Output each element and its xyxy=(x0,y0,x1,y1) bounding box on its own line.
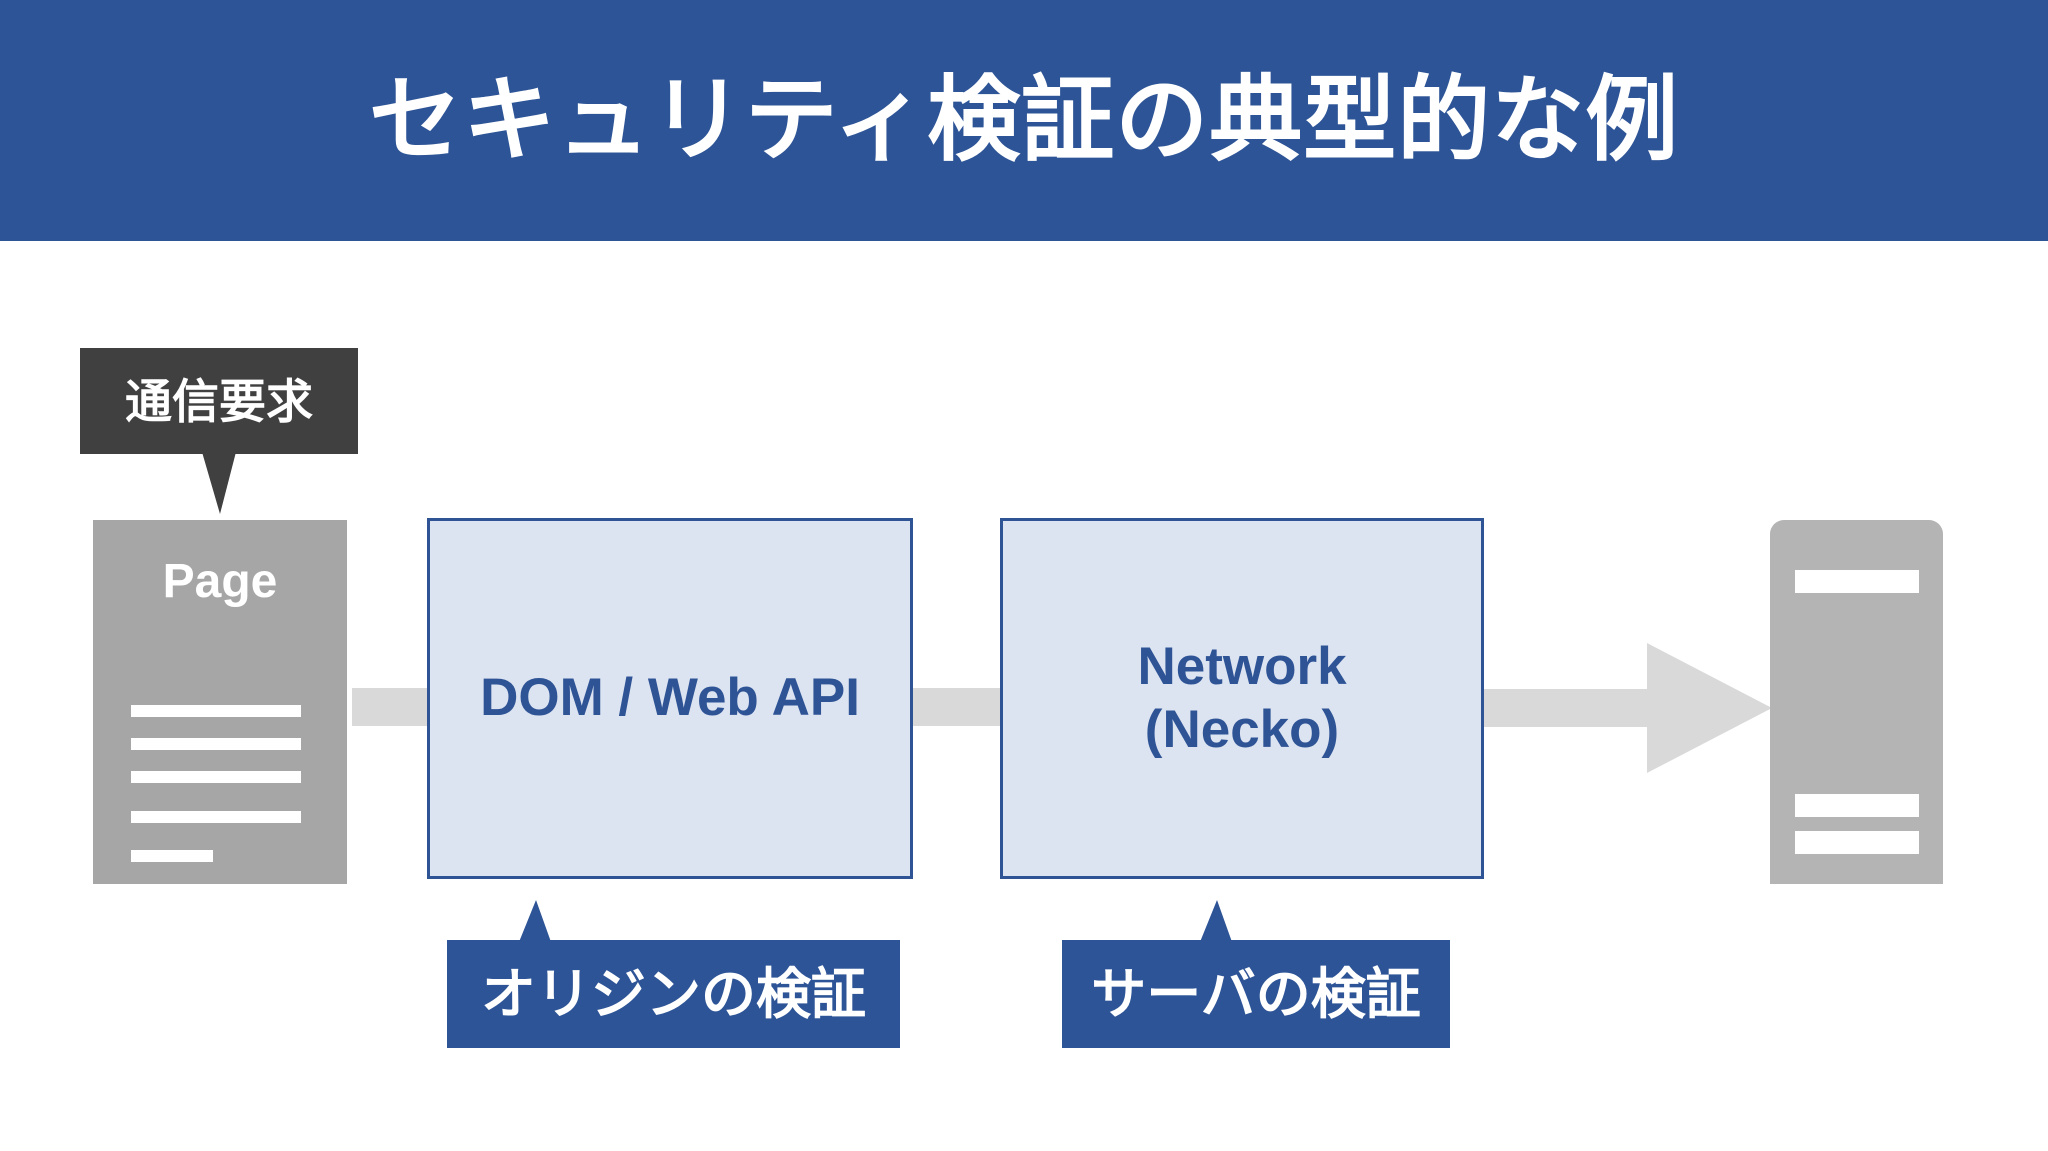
server-slot xyxy=(1795,794,1919,817)
page-text-line xyxy=(131,811,301,823)
request-callout-tail-icon xyxy=(202,452,236,514)
arrow-right-icon xyxy=(1472,643,1772,773)
annotation-origin-label: オリジンの検証 xyxy=(480,962,866,1025)
stage-box-network-label: Network (Necko) xyxy=(1137,636,1347,759)
annotation-server-tail-icon xyxy=(1200,900,1232,942)
diagram-canvas: 通信要求 Page DOM / Web API Network (Necko) … xyxy=(0,241,2048,1151)
stage-box-dom-label: DOM / Web API xyxy=(480,668,860,728)
page-title: セキュリティ検証の典型的な例 xyxy=(368,68,1680,172)
annotation-server-box: サーバの検証 xyxy=(1062,940,1450,1048)
page-text-line xyxy=(131,705,301,717)
page-node: Page xyxy=(93,520,347,884)
server-slot xyxy=(1795,570,1919,593)
server-icon xyxy=(1770,520,1943,884)
annotation-origin-box: オリジンの検証 xyxy=(447,940,900,1048)
connector-dom-to-network xyxy=(900,688,1012,726)
annotation-origin-tail-icon xyxy=(519,900,551,942)
page-text-line xyxy=(131,771,301,783)
stage-box-network: Network (Necko) xyxy=(1000,518,1484,879)
request-callout: 通信要求 xyxy=(80,348,358,454)
title-banner: セキュリティ検証の典型的な例 xyxy=(0,0,2048,241)
page-text-line xyxy=(131,850,213,862)
page-text-line xyxy=(131,738,301,750)
stage-box-dom: DOM / Web API xyxy=(427,518,913,879)
annotation-server: サーバの検証 xyxy=(1062,900,1450,1050)
server-slot xyxy=(1795,831,1919,854)
annotation-origin: オリジンの検証 xyxy=(447,900,900,1050)
annotation-server-label: サーバの検証 xyxy=(1091,962,1421,1025)
page-node-label: Page xyxy=(162,555,278,608)
request-callout-label: 通信要求 xyxy=(125,374,313,428)
